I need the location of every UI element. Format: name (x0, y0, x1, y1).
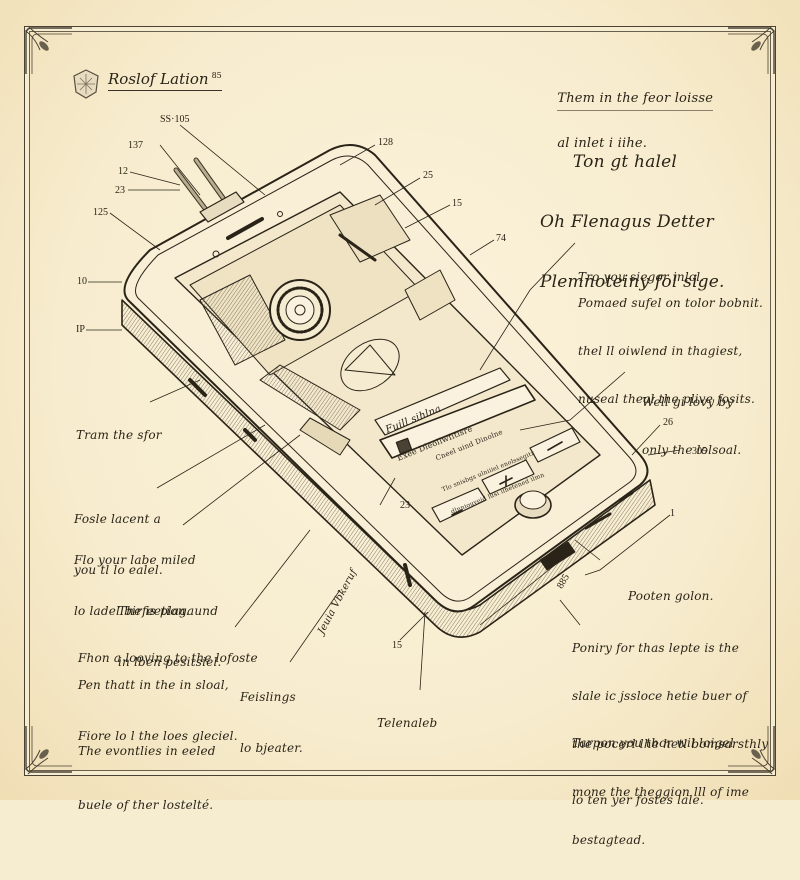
annotation-r3: Well gi lovy by only the lolsoal. (642, 362, 741, 490)
annotation-r2: Pomaed sufel on tolor bobnit. thel ll oi… (578, 263, 763, 439)
callout-number: 125 (93, 207, 108, 218)
annotation-line: lo bjeater. (240, 741, 303, 755)
corner-flourish-icon (23, 25, 72, 74)
annotation-line: Pen thatt in the in sloal, (78, 678, 229, 692)
corner-flourish-icon (23, 726, 72, 775)
annotation-l8: Feislings lo bjeater. (240, 655, 303, 791)
annotation-l3: Flo your labe miled lo ladel birfeetion. (74, 518, 196, 654)
annotation-line: in lben pesitsiel. (118, 655, 222, 669)
callout-number: 25 (423, 170, 433, 181)
annotation-line: Flo your labe miled (74, 553, 196, 567)
connector-base (199, 191, 245, 223)
annotation-l6: Pen thatt in the in sloal, Fiore lo l th… (78, 643, 238, 779)
annotation-line: Feislings (240, 690, 296, 704)
annotation-line: Pomaed sufel on tolor bobnit. (578, 296, 764, 310)
annotation-line: lo ladel birfeetion. (74, 604, 190, 618)
header-note-line: Oh Flenagus Detter (540, 212, 714, 232)
annotation-l7: The evontlies in eeled buele of ther los… (78, 706, 216, 850)
annotation-line: Tarpon you thor wil loigel (572, 736, 734, 750)
annotation-r5: Poniry for thas lepte is the slale ic js… (572, 608, 768, 880)
on-screen-dialog (374, 367, 581, 523)
speaker-slot (226, 217, 264, 240)
annotation-r6: Tarpon you thor wil loigel lo ten yer fo… (572, 696, 734, 848)
header-note-small: Them in the feor loisse al inlet i iihe. (540, 66, 714, 177)
callout-number: 26 (663, 417, 673, 428)
header-note-line: al inlet i iihe. (557, 136, 648, 151)
callout-number: 128 (378, 137, 393, 148)
annotation-line: Tram the sfor (76, 428, 162, 442)
callout-number: 10 (77, 276, 87, 287)
annotation-l5: Fhon a looving to the lofoste (78, 618, 258, 698)
annotation-line: Tro you siegor inlol. (578, 270, 705, 284)
header-note-line: Ton gt halel (572, 152, 678, 172)
annotation-l10: Telenaleb (377, 683, 437, 763)
home-button (514, 490, 552, 519)
charging-port (539, 541, 576, 571)
annotation-line: Jeuia Vbkeruf (316, 567, 360, 637)
ornamental-border (24, 26, 776, 776)
annotation-line: Telenaleb (377, 716, 438, 730)
callout-number: 305 (692, 446, 707, 457)
side-button (243, 428, 257, 442)
callout-number: 1 (670, 508, 675, 519)
annotation-line: Well gi lovy by (642, 395, 734, 409)
annotation-line: Fosle lacent a (74, 512, 161, 526)
annotation-line: Fiore lo l the loes gleciel. (78, 729, 238, 743)
side-button (188, 378, 207, 397)
corner-flourish-icon (728, 25, 777, 74)
annotation-line: you tl lo ealel. (74, 563, 163, 577)
annotation-r4: Pooten golon. (628, 556, 714, 636)
internal-mechanism (189, 194, 456, 456)
phone-illustration (86, 124, 681, 691)
annotation-line: nuseal theal the plive fosits. (578, 392, 755, 406)
callout-number: 23 (115, 185, 125, 196)
document-title-text: Roslof Lation (108, 70, 209, 88)
annotation-line: Pooten golon. (628, 589, 714, 603)
callout-number: 137 (128, 140, 143, 151)
header-note-line: Them in the feor loisse (557, 88, 714, 111)
annotation-line: Poniry for thas lepte is the (572, 641, 740, 655)
annotation-line: slale ic jssloce hetie buer of (572, 689, 748, 703)
header-note-large: Ton gt halel Oh Flenagus Detter Plemnote… (540, 112, 724, 332)
annotation-line: the pocerl lhe hetl bomsarsthly (572, 737, 769, 751)
annotation-line: The evontlies in eeled (78, 744, 216, 758)
side-button (403, 563, 412, 587)
callout-number: SS·105 (160, 114, 190, 125)
callout-number: 15 (392, 640, 402, 651)
callout-number: IP (76, 324, 85, 335)
callout-number: 74 (496, 233, 506, 244)
callout-number: 12 (118, 166, 128, 177)
leader-lines (86, 124, 681, 691)
title-mark: 85 (211, 71, 222, 80)
annotation-line: thel ll oiwlend in thagiest, (578, 344, 743, 358)
annotation-line: mone the theggion lll of ime (572, 785, 750, 799)
corner-flourish-icon (728, 726, 777, 775)
annotation-l2: Fosle lacent a you tl lo ealel. (74, 477, 163, 613)
annotation-line: only the lolsoal. (642, 443, 742, 457)
annotation-r1: Tro you siegor inlol. (578, 237, 704, 317)
callout-number: 15 (452, 198, 462, 209)
annotation-l4: The is plagaund in lben pesitsiel. (118, 569, 222, 705)
front-camera (212, 250, 220, 258)
ornate-shield-crest-icon (73, 69, 99, 99)
annotation-line: Fhon a looving to the lofoste (78, 651, 258, 665)
annotation-l1: Tram the sfor (76, 395, 162, 475)
annotation-line: lo ten yer fostes lale. (572, 793, 704, 807)
annotation-line: buele of ther lostelté. (78, 798, 214, 812)
annotation-line: The is plagaund (118, 604, 219, 618)
callout-number: 23 (400, 500, 410, 511)
